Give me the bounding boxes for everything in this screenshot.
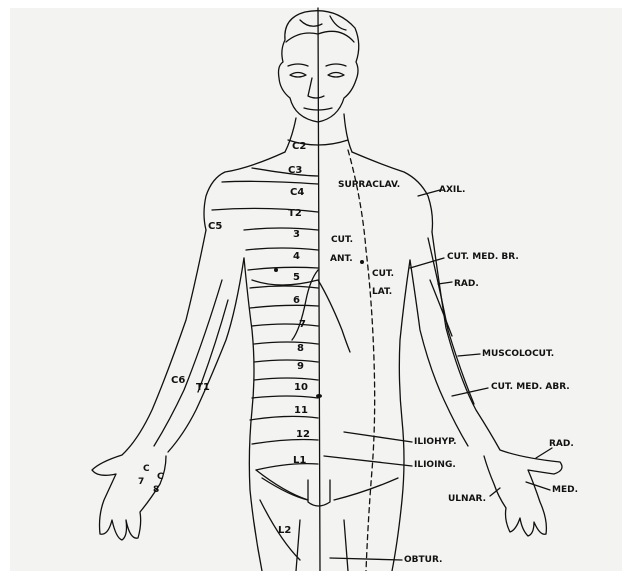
label-cut-ant-1: CUT. [331, 236, 353, 245]
label-c7-letter: C [143, 465, 150, 474]
leader-rad-upper [438, 282, 452, 284]
leader-med [526, 482, 550, 490]
right-eye [328, 73, 344, 78]
label-rad-hand: RAD. [549, 440, 574, 449]
label-t4: 4 [293, 252, 300, 262]
label-t12: 12 [296, 430, 310, 440]
umbilicus [316, 394, 322, 398]
label-cut-med-abr: CUT. MED. ABR. [491, 383, 570, 392]
label-l2: L2 [278, 526, 291, 536]
leader-axil [418, 190, 440, 196]
label-cut-lat-1: CUT. [372, 270, 394, 279]
right-brow [326, 64, 346, 66]
label-c8-number: 8 [153, 486, 159, 495]
rib-detail [318, 280, 350, 352]
label-t1: T1 [196, 383, 210, 393]
label-cut-med-br: CUT. MED. BR. [447, 253, 519, 262]
left-arm-c6-t1 [154, 280, 222, 446]
neck-right [344, 114, 352, 152]
label-t2: T2 [288, 209, 302, 219]
left-eye [290, 73, 306, 78]
groin-right [334, 478, 398, 500]
label-c2: C2 [292, 142, 306, 152]
hair-strand [300, 16, 346, 30]
label-l1: L1 [293, 456, 306, 466]
label-med: MED. [552, 486, 578, 495]
trunk-left [244, 258, 262, 571]
label-c3: C3 [288, 166, 302, 176]
leader-cut-med-br [410, 258, 444, 268]
label-t3: 3 [293, 230, 300, 240]
right-shoulder [352, 152, 433, 232]
label-cut-lat-2: LAT. [372, 288, 392, 297]
label-iliohyp: ILIOHYP. [414, 438, 457, 447]
left-brow [288, 64, 308, 66]
leader-muscolocut [458, 354, 480, 356]
label-c7-number: 7 [138, 478, 144, 487]
label-t6: 6 [293, 296, 300, 306]
midline [318, 8, 320, 571]
leader-ilioing [324, 456, 412, 466]
c3-line [252, 168, 318, 176]
label-t5: 5 [293, 273, 300, 283]
c4-line [222, 181, 318, 184]
label-t9: 9 [297, 362, 304, 372]
genital [308, 480, 330, 506]
label-t10: 10 [294, 383, 308, 393]
label-c6: C6 [171, 376, 185, 386]
label-cut-ant-2: ANT. [330, 255, 353, 264]
hair-line [286, 31, 354, 42]
legs-divider [296, 520, 348, 571]
leader-obtur [330, 558, 402, 560]
label-c4: C4 [290, 188, 304, 198]
label-c8-letter: C [157, 473, 164, 482]
label-supraclav: SUPRACLAV. [338, 181, 400, 190]
label-ilioing: ILIOING. [414, 461, 456, 470]
label-rad-upper: RAD. [454, 280, 479, 289]
label-t8: 8 [297, 344, 304, 354]
label-ulnar: ULNAR. [448, 495, 486, 504]
leader-rad-hand [536, 448, 552, 458]
trunk-right [392, 260, 410, 571]
nerve-dashed-line [348, 150, 375, 571]
label-c5: C5 [208, 222, 222, 232]
leader-iliohyp [344, 432, 412, 442]
label-obtur: OBTUR. [404, 556, 442, 565]
left-shoulder [204, 152, 285, 230]
pectoral-left [252, 280, 318, 285]
nose [308, 78, 324, 98]
l1-band [256, 470, 308, 500]
t2-line [212, 208, 318, 212]
right-arm-rad-line [430, 280, 452, 336]
label-t7: 7 [299, 320, 306, 330]
nipple-left [274, 268, 278, 272]
nipple-right [360, 260, 364, 264]
left-arm-outer [92, 230, 206, 540]
left-arm-inner [168, 258, 244, 452]
label-muscolocut: MUSCOLOCUT. [482, 350, 554, 359]
label-t11: 11 [294, 406, 308, 416]
label-axil: AXIL. [439, 186, 465, 195]
